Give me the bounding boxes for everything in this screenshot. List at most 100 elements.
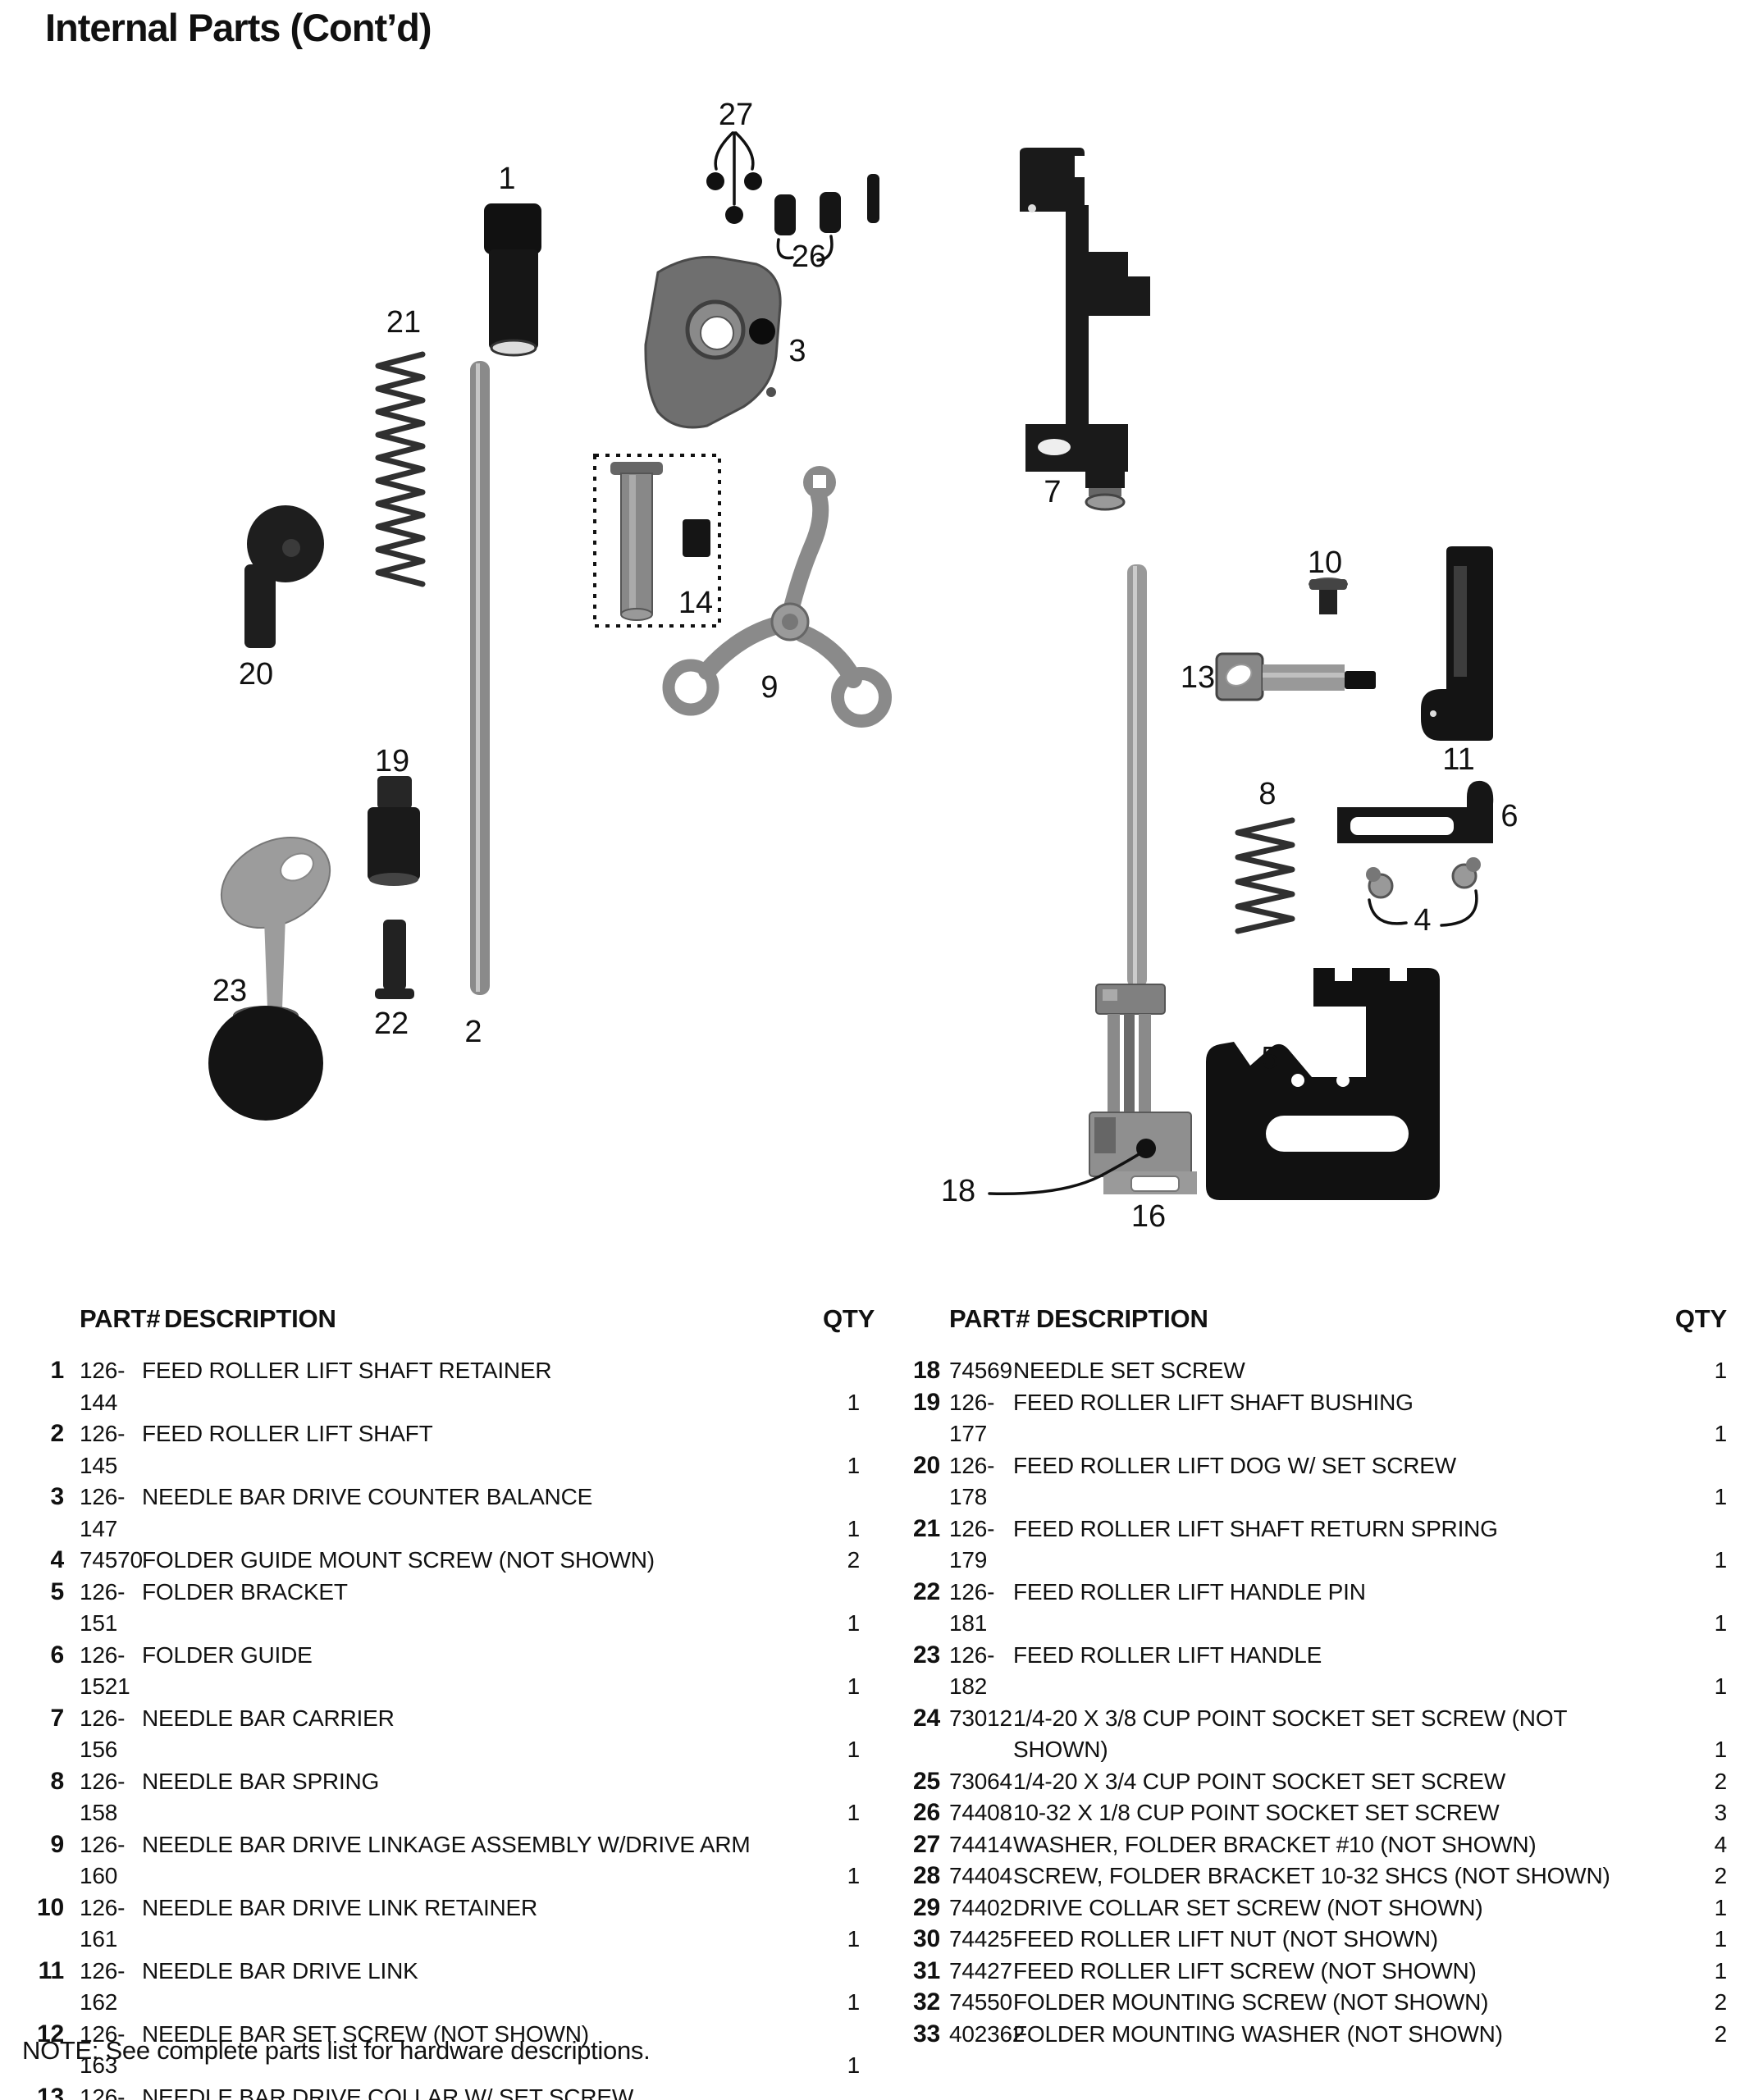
part-qty: 1	[847, 1737, 861, 1762]
header-description: DESCRIPTION	[164, 1304, 336, 1333]
row-number: 1	[50, 1357, 65, 1384]
callout-4: 4	[1414, 903, 1431, 938]
part-description: SCREW, FOLDER BRACKET 10-32 SHCS (NOT SH…	[1013, 1863, 1610, 1888]
part-number: 74414	[949, 1831, 1012, 1857]
part-description: FEED ROLLER LIFT SHAFT RETAINER	[142, 1358, 552, 1383]
part-description: FOLDER BRACKET	[142, 1578, 348, 1605]
part-description: NEEDLE BAR SPRING	[142, 1768, 380, 1794]
table-header: PART# DESCRIPTION QTY	[33, 1304, 875, 1355]
row-number: 24	[913, 1704, 940, 1732]
part-number: 74569	[949, 1358, 1012, 1383]
part-qty: 1	[1714, 1421, 1728, 1446]
callout-22: 22	[374, 1007, 409, 1041]
part-14-shape	[593, 454, 721, 628]
part-qty: 1	[1714, 1737, 1728, 1762]
part-description: FEED ROLLER LIFT HANDLE	[1013, 1641, 1322, 1668]
part-number: 74550	[949, 1989, 1012, 2015]
callout-3: 3	[788, 334, 806, 368]
part-1-shape	[484, 203, 541, 357]
part-number: 74427	[949, 1957, 1012, 1984]
part-qty: 1	[847, 1389, 861, 1415]
part-5-shape	[1206, 968, 1440, 1200]
row-number: 13	[37, 2083, 64, 2100]
part-number: 74570	[80, 1547, 143, 1573]
part-number: 126-161	[80, 1894, 126, 1952]
part-qty: 2	[1714, 1863, 1728, 1888]
row-number: 33	[913, 2020, 940, 2048]
part-qty: 2	[1714, 2020, 1728, 2047]
row-number: 29	[913, 1893, 940, 1921]
part-qty: 1	[1714, 1358, 1728, 1383]
part-20-shape	[244, 505, 324, 648]
part-number: 126-162	[80, 1957, 126, 2016]
part-qty: 1	[1714, 1957, 1728, 1984]
part-number: 402362	[949, 2020, 1025, 2047]
part-description: FOLDER GUIDE	[142, 1641, 313, 1668]
part-description: NEEDLE SET SCREW	[1013, 1358, 1245, 1383]
part-description: NEEDLE BAR DRIVE LINK	[142, 1957, 418, 1984]
part-11-shape	[1421, 546, 1493, 741]
part-number: 126-178	[949, 1452, 995, 1510]
row-number: 23	[913, 1641, 940, 1669]
row-number: 8	[50, 1767, 65, 1795]
part-qty: 3	[1714, 1800, 1728, 1825]
callout-14: 14	[678, 586, 713, 620]
row-number: 32	[913, 1988, 940, 2016]
part-description: FEED ROLLER LIFT HANDLE PIN	[1013, 1578, 1366, 1605]
part-qty: 4	[1714, 1831, 1728, 1857]
row-number: 31	[913, 1956, 940, 1984]
footer-note: NOTE: See complete parts list for hardwa…	[22, 2036, 651, 2065]
part-qty: 1	[847, 1800, 861, 1825]
part-26-shape	[774, 174, 879, 262]
page-title: Internal Parts (Cont’d)	[45, 6, 432, 49]
part-description: NEEDLE BAR SET SCREW (NOT SHOWN)	[142, 2020, 589, 2047]
part-qty: 1	[847, 1926, 861, 1952]
callout-27: 27	[719, 98, 753, 132]
parts-table-left: PART# DESCRIPTION QTY 1 126-144 FEED ROLLE…	[33, 1304, 875, 2100]
part-number: 126-163	[80, 2020, 126, 2079]
callout-10: 10	[1308, 546, 1342, 580]
part-description: NEEDLE BAR DRIVE COUNTER BALANCE	[142, 1484, 593, 1509]
part-qty: 1	[847, 1863, 861, 1888]
callout-20: 20	[239, 657, 273, 692]
table-row-1: 1 126-144 FEED ROLLER LIFT SHAFT RETAINER 1	[33, 1355, 861, 1418]
part-description: FOLDER MOUNTING WASHER (NOT SHOWN)	[1013, 2020, 1503, 2047]
part-description: 10-32 X 1/8 CUP POINT SOCKET SET SCREW	[1013, 1800, 1500, 1825]
part-18-leader	[988, 1149, 1145, 1196]
part-qty: 1	[1714, 1484, 1728, 1509]
part-qty: 1	[847, 1673, 861, 1699]
part-number: 73012	[949, 1705, 1012, 1731]
row-number: 3	[50, 1483, 65, 1510]
table-header: PART# DESCRIPTION QTY	[913, 1304, 1729, 1355]
part-9-shape	[662, 466, 892, 728]
part-number: 126-164	[80, 2084, 126, 2100]
part-number: 126-144	[80, 1358, 126, 1415]
part-description: FEED ROLLER LIFT NUT (NOT SHOWN)	[1013, 1926, 1438, 1952]
callout-21: 21	[386, 305, 421, 340]
row-number: 2	[50, 1420, 65, 1447]
part-description: NEEDLE BAR DRIVE COLLAR W/ SET SCREW	[142, 2084, 634, 2100]
row-number: 10	[37, 1893, 64, 1921]
part-qty: 2	[1714, 1989, 1728, 2015]
part-description: 1/4-20 X 3/8 CUP POINT SOCKET SET SCREW …	[1013, 1705, 1567, 1763]
row-number: 28	[913, 1862, 940, 1889]
callout-13: 13	[1181, 660, 1215, 695]
